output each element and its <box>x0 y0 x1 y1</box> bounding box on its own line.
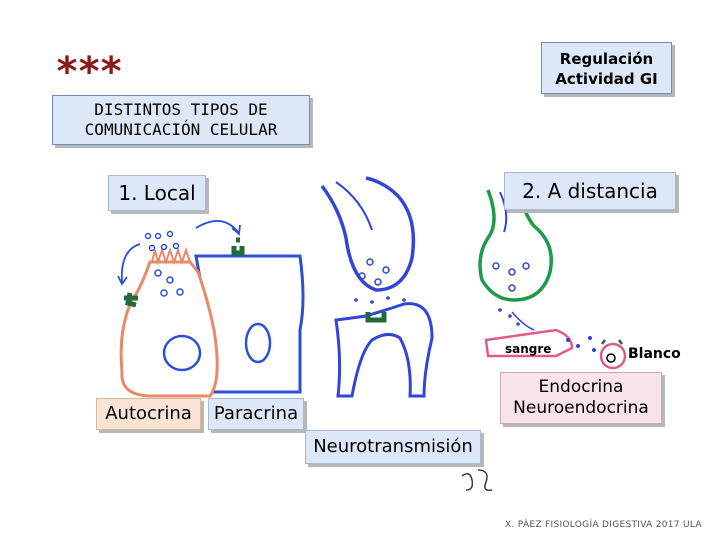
paracrine-nucleus <box>244 322 272 364</box>
neurotransmitter-vesicle <box>358 272 366 280</box>
presynaptic-axon-inner <box>335 181 373 231</box>
neurotransmission-label: Neurotransmisión <box>305 430 481 464</box>
secretion-vesicle <box>160 289 168 297</box>
autocrine-arrow <box>120 243 141 283</box>
signal-molecule <box>148 244 156 252</box>
autocrine-label: Autocrina <box>96 398 201 430</box>
microvilli <box>151 246 191 266</box>
neurotransmitter-vesicle <box>382 266 390 274</box>
hormone-in-blood <box>592 348 596 352</box>
neurotransmitter-molecule <box>354 298 358 302</box>
hormone-molecule <box>498 308 502 312</box>
neurotransmitter-vesicle <box>374 278 382 286</box>
hormone-in-blood <box>566 338 570 342</box>
topic-badge-line2: Actividad GI <box>555 70 658 88</box>
slide-title: DISTINTOS TIPOS DE COMUNICACIÓN CELULAR <box>52 95 310 145</box>
hormone-vesicle <box>492 262 500 270</box>
signal-molecule <box>172 242 180 250</box>
neurotransmitter-vesicle <box>366 258 374 266</box>
importance-stars: *** <box>55 49 123 95</box>
paracrine-receptor <box>231 237 245 256</box>
autocrine-receptor <box>124 292 138 308</box>
endocrine-label-line1: Endocrina <box>538 377 624 397</box>
neurotransmitter-molecule <box>370 300 374 304</box>
topic-badge-line1: Regulación <box>559 50 654 68</box>
signature-mark <box>461 469 493 492</box>
paracrine-label: Paracrina <box>208 398 304 430</box>
local-label: 1. Local <box>108 175 206 211</box>
hormone-arrow <box>511 311 535 331</box>
neuroendocrine-neuron <box>478 189 553 302</box>
neuroendocrine-axon-inner <box>499 191 508 233</box>
target-cell <box>599 342 627 370</box>
hormone-vesicle <box>508 268 516 276</box>
autocrine-arrowhead <box>117 275 128 286</box>
hormone-in-blood <box>576 344 580 348</box>
neurotransmitter-molecule <box>402 298 406 302</box>
autocrine-nucleus <box>162 334 202 372</box>
secretion-vesicle <box>154 269 162 277</box>
paracrine-arrow <box>195 220 239 233</box>
hormone-molecule <box>516 322 520 326</box>
distance-label: 2. A distancia <box>504 172 676 210</box>
paracrine-arrowhead <box>231 224 241 236</box>
neurotransmitter-molecule <box>386 296 390 300</box>
target-label: Blanco <box>628 346 681 362</box>
target-cell-nucleus <box>606 353 616 363</box>
footer-credit: X. PÁEZ FISIOLOGÍA DIGESTIVA 2017 ULA <box>505 520 702 530</box>
secretion-vesicle <box>176 288 184 296</box>
endocrine-label: Endocrina Neuroendocrina <box>500 372 662 424</box>
signal-molecule <box>154 232 162 240</box>
signal-molecule <box>160 243 168 251</box>
topic-badge: Regulación Actividad GI <box>541 42 672 94</box>
signal-molecule <box>166 230 174 238</box>
slide-title-line2: COMUNICACIÓN CELULAR <box>84 120 278 139</box>
target-receptor <box>601 339 623 345</box>
hormone-vesicle <box>508 284 516 292</box>
blood-label: sangre <box>505 342 552 356</box>
postsynaptic-receptor <box>365 312 387 323</box>
hormone-molecule <box>508 314 512 318</box>
slide-title-line1: DISTINTOS TIPOS DE <box>94 100 268 119</box>
secretion-vesicle <box>166 276 174 284</box>
presynaptic-neuron <box>320 176 416 292</box>
endocrine-label-line2: Neuroendocrina <box>513 398 649 418</box>
hormone-in-blood <box>588 336 592 340</box>
hormone-vesicle <box>522 262 530 270</box>
postsynaptic-cell <box>334 302 434 398</box>
signal-molecule <box>144 232 152 240</box>
